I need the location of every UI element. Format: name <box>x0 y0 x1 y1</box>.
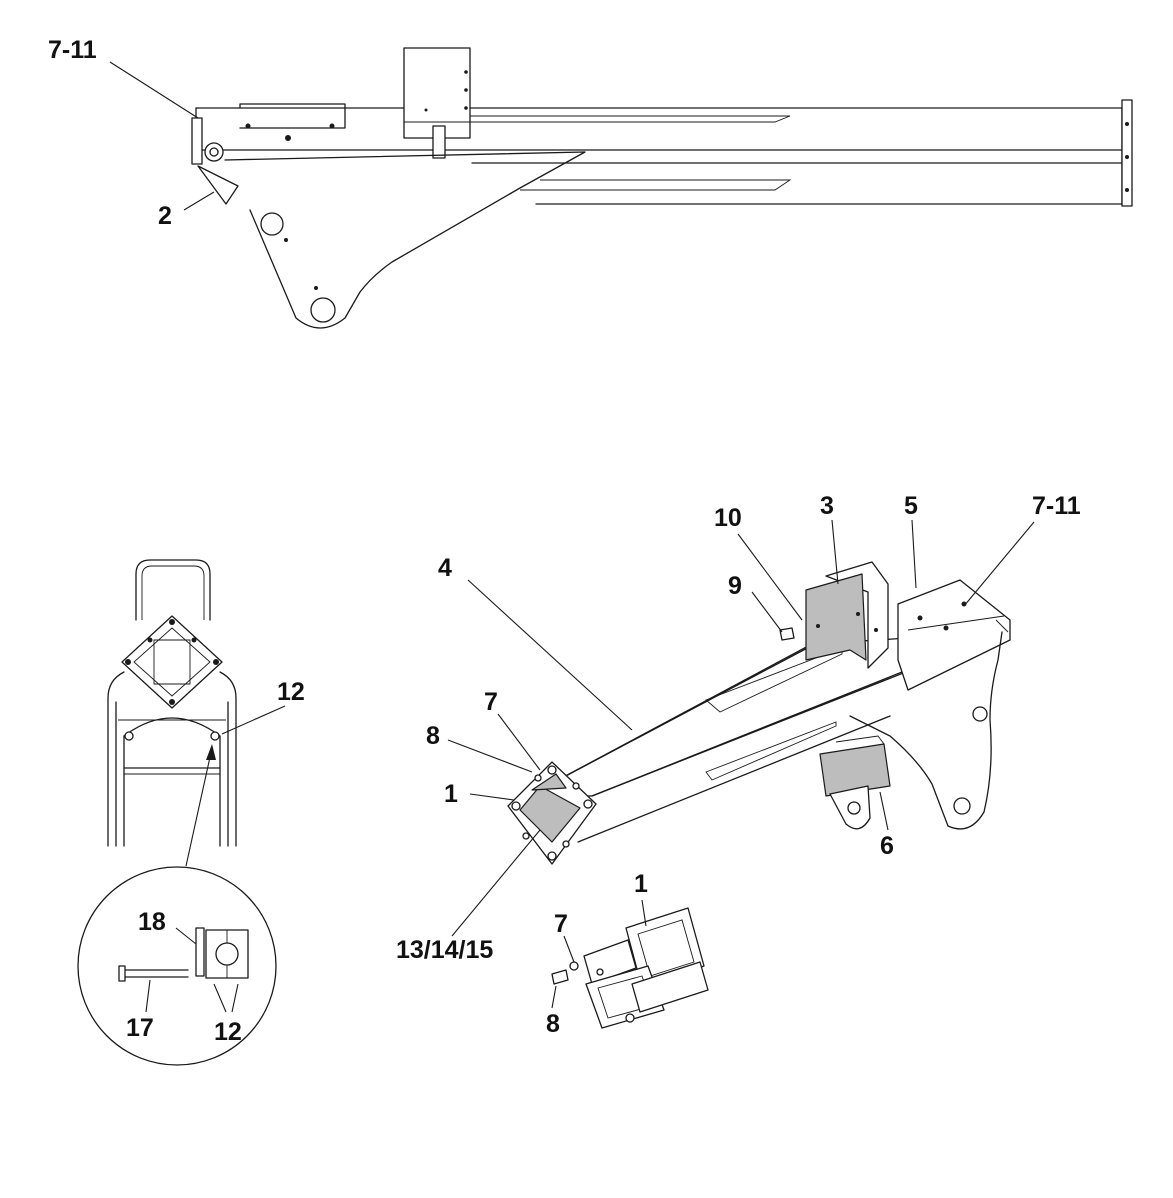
callout-detail-18: 18 <box>138 908 166 936</box>
callout-detail-12: 12 <box>214 1018 242 1046</box>
callout-iso-3: 3 <box>820 492 834 520</box>
callout-iso-8: 8 <box>426 722 440 750</box>
callout-iso-7-11: 7-11 <box>1032 492 1081 520</box>
exploded-parts <box>551 899 709 1029</box>
detail-circle <box>77 866 277 1066</box>
callout-exploded-8: 8 <box>546 1010 560 1038</box>
callout-side-12: 12 <box>277 678 305 706</box>
callout-iso-5: 5 <box>904 492 918 520</box>
callout-exploded-7: 7 <box>554 910 568 938</box>
callout-iso-10: 10 <box>714 504 742 532</box>
callout-top-7-11: 7-11 <box>48 36 97 64</box>
isometric-view <box>447 519 1035 937</box>
callout-iso-7: 7 <box>484 688 498 716</box>
callout-top-2: 2 <box>158 202 172 230</box>
callout-iso-6: 6 <box>880 832 894 860</box>
top-side-view <box>109 47 1133 329</box>
callout-iso-13-14-15: 13/14/15 <box>396 936 493 964</box>
callout-iso-9: 9 <box>728 572 742 600</box>
callout-detail-17: 17 <box>126 1014 154 1042</box>
end-view <box>107 559 286 867</box>
callout-iso-1: 1 <box>444 780 458 808</box>
callout-iso-4: 4 <box>438 554 452 582</box>
callout-exploded-1: 1 <box>634 870 648 898</box>
